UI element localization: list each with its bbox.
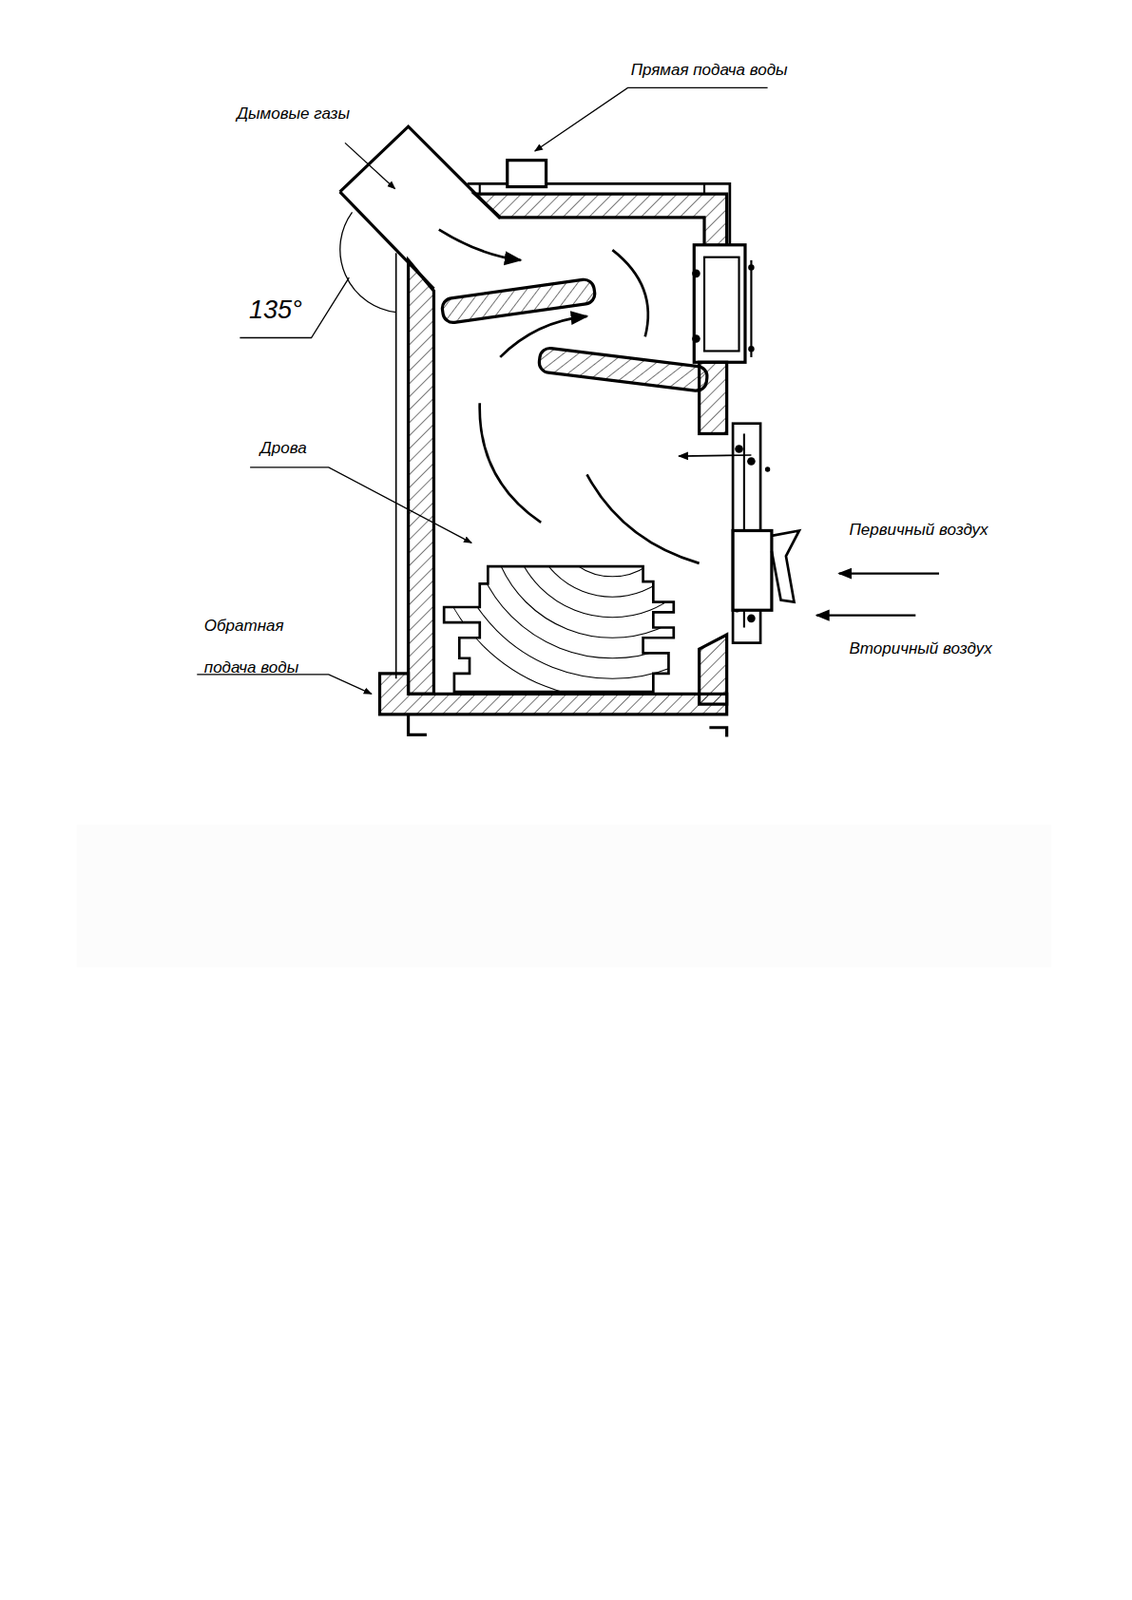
door-hinge [749,260,752,358]
bolt [747,457,756,466]
flue-pipe [340,126,501,289]
water-jacket [474,193,727,250]
flow-arrow [499,316,587,358]
bolt [748,345,754,352]
boiler-foot [408,714,427,735]
bolt [765,466,770,472]
flow-arrow [612,249,648,337]
pipe-label: Прямая подача воды [631,60,788,80]
boiler-foot [709,728,727,738]
angle-arc [340,211,397,312]
outer-wall-line [395,318,398,679]
pipe-label: Обратная подача воды [204,605,317,690]
bolt [748,264,754,270]
fuel-label: Дрова [260,439,307,459]
air-arrow [816,614,916,617]
bolt [691,334,701,344]
faint-panel [76,825,1053,968]
air-arrow [678,455,751,457]
outer-wall-line [395,252,398,319]
flue-label: Дымовые газы [236,104,350,124]
leader-line [196,674,372,694]
water-jacket [380,673,728,715]
bolt [691,269,701,279]
casing-line [479,183,481,194]
leader-line [345,142,396,189]
angle-dimension: 135° [249,295,303,325]
firewood-grain [428,331,797,700]
baffle [537,346,709,392]
air-damper [732,530,772,611]
bolt [734,444,744,454]
casing-line [703,183,706,194]
leader-line [535,87,768,152]
air-label: Первичный воздух [849,520,989,540]
baffle [441,278,596,325]
damper-flap [771,530,800,602]
flow-arrow [587,474,700,563]
bolt [747,614,756,624]
flow-arrow [479,402,542,523]
upper-door [704,257,740,352]
air-label: Вторичный воздух [849,639,993,659]
casing-line [467,183,730,250]
water-jacket [408,260,435,694]
leader-line [239,277,349,338]
air-arrow [839,573,940,576]
firewood [443,566,674,692]
upper-door [693,245,746,364]
flow-arrow [439,230,521,261]
supply-pipe [507,160,547,188]
leader-line [249,467,472,543]
